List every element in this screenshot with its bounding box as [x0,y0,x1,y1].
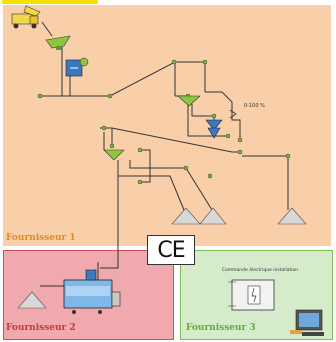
flow-rate-label: 0-100 % [244,103,265,109]
supplier-1-label: Fournisseur 1 [6,233,76,243]
top-accent-bar [2,0,98,4]
supplier-3-label: Fournisseur 3 [186,323,256,333]
control-panel-caption: Commande électrique installation [221,268,299,273]
ce-mark: CE [147,235,195,265]
supplier-2-label: Fournisseur 2 [6,323,76,333]
